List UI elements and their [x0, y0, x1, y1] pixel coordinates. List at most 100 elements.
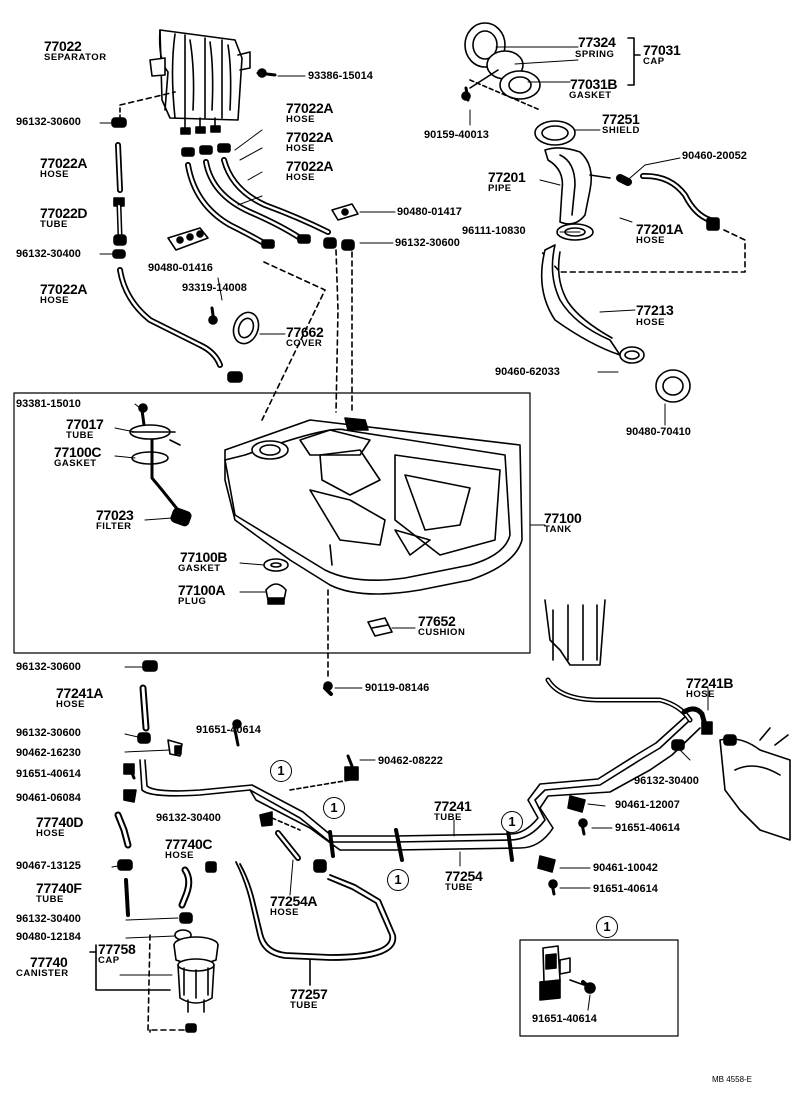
- separator-hoses: [181, 143, 355, 251]
- part-name: GASKET: [54, 458, 97, 469]
- part-number: 77740: [30, 954, 68, 970]
- part-name: TUBE: [36, 894, 64, 905]
- part-name: CANISTER: [16, 968, 69, 979]
- leader-lines: [99, 46, 709, 1011]
- part-number: 96111-10830: [462, 225, 526, 237]
- inset-clip-drawing: [539, 945, 596, 1001]
- drawing-code: MB 4558-E: [712, 1075, 753, 1084]
- part-number: 77740F: [36, 880, 82, 896]
- callout-circle: 1: [323, 797, 345, 819]
- fuel-tank-drawing: [224, 417, 523, 595]
- fuel-line-tubes: [139, 715, 701, 862]
- part-name: SHIELD: [602, 125, 640, 136]
- part-number: 77017: [66, 416, 104, 432]
- part-name: PLUG: [178, 596, 207, 607]
- part-name: HOSE: [286, 143, 315, 154]
- part-number: 93381-15010: [16, 398, 81, 410]
- part-number: 77257: [290, 986, 328, 1002]
- part-number: 77740D: [36, 814, 84, 830]
- fuel-cap-drawing: [464, 22, 541, 100]
- grommet-plate-drawing: [167, 227, 209, 251]
- part-number: 90461-10042: [593, 862, 658, 874]
- part-name: HOSE: [165, 850, 194, 861]
- part-name: TUBE: [40, 219, 68, 230]
- part-name: SEPARATOR: [44, 52, 107, 63]
- part-number: 96132-30600: [395, 237, 460, 249]
- part-number: 90480-01417: [397, 206, 462, 218]
- part-name: HOSE: [56, 699, 85, 710]
- part-name: HOSE: [636, 235, 665, 246]
- screw-93386-drawing: [256, 68, 277, 78]
- part-number: 77201: [488, 169, 526, 185]
- part-name: GASKET: [569, 90, 612, 101]
- part-number: 77213: [636, 302, 674, 318]
- part-number: 91651-40614: [593, 883, 658, 895]
- part-number: 91651-40614: [16, 768, 81, 780]
- part-number: 77241: [434, 798, 472, 814]
- part-name: CUSHION: [418, 627, 466, 638]
- part-number: 77254: [445, 868, 483, 884]
- filler-pipe-drawing: [544, 147, 611, 241]
- part-number: 77241B: [686, 675, 734, 691]
- part-name: HOSE: [40, 169, 69, 180]
- part-number: 77100A: [178, 582, 226, 598]
- part-number: 96132-30400: [16, 248, 81, 260]
- part-name: HOSE: [36, 828, 65, 839]
- part-number: 77022A: [286, 158, 334, 174]
- canister-drawing: [173, 936, 219, 1013]
- part-number: 77022: [44, 38, 82, 54]
- part-name: TUBE: [445, 882, 473, 893]
- part-number: 77031: [643, 42, 681, 58]
- part-number: 96132-30400: [156, 812, 221, 824]
- part-name: FILTER: [96, 521, 132, 532]
- callout-circle: 1: [270, 760, 292, 782]
- part-name: TUBE: [434, 812, 462, 823]
- part-name: TUBE: [290, 1000, 318, 1011]
- part-number: 90461-12007: [615, 799, 680, 811]
- part-number: 90119-08146: [365, 682, 430, 694]
- part-name: SPRING: [575, 49, 615, 60]
- part-number: 90462-16230: [16, 747, 81, 759]
- part-number: 77022A: [286, 100, 334, 116]
- part-number: 90467-13125: [16, 860, 81, 872]
- part-name: HOSE: [636, 317, 665, 328]
- part-number: 77758: [98, 941, 136, 957]
- part-number: 77100: [544, 510, 582, 526]
- part-number: 77201A: [636, 221, 684, 237]
- part-number: 91651-40614: [615, 822, 680, 834]
- part-name: CAP: [98, 955, 120, 966]
- part-number: 77324: [578, 34, 616, 50]
- part-number: 93386-15014: [308, 70, 373, 82]
- part-number: 90460-62033: [495, 366, 560, 378]
- part-number: 90462-08222: [378, 755, 443, 767]
- part-number: 91651-40614: [532, 1013, 597, 1025]
- part-number: 77100C: [54, 444, 102, 460]
- part-number: 77662: [286, 324, 324, 340]
- part-number: 77251: [602, 111, 640, 127]
- cover-drawing: [232, 311, 260, 345]
- filler-hose-drawing: [540, 244, 645, 364]
- part-number: 90460-20052: [682, 150, 747, 162]
- part-number: 77652: [418, 613, 456, 629]
- part-name: HOSE: [286, 114, 315, 125]
- part-number: 77031B: [570, 76, 618, 92]
- part-number: 96132-30400: [634, 775, 699, 787]
- part-name: GASKET: [178, 563, 221, 574]
- part-name: HOSE: [40, 295, 69, 306]
- part-name: TANK: [544, 524, 572, 535]
- part-number: 77022A: [40, 281, 88, 297]
- part-number: 90159-40013: [424, 129, 489, 141]
- part-number: 93319-14008: [182, 282, 247, 294]
- part-name: HOSE: [286, 172, 315, 183]
- part-number: 77241A: [56, 685, 104, 701]
- part-name: CAP: [643, 56, 665, 67]
- sender-tube-drawing: [129, 403, 192, 527]
- separator-drawing: [149, 29, 251, 135]
- part-number: 96132-30600: [16, 727, 81, 739]
- callout-circle: 1: [387, 869, 409, 891]
- part-number: 96132-30600: [16, 661, 81, 673]
- part-number: 77254A: [270, 893, 318, 909]
- part-number: 90480-01416: [148, 262, 213, 274]
